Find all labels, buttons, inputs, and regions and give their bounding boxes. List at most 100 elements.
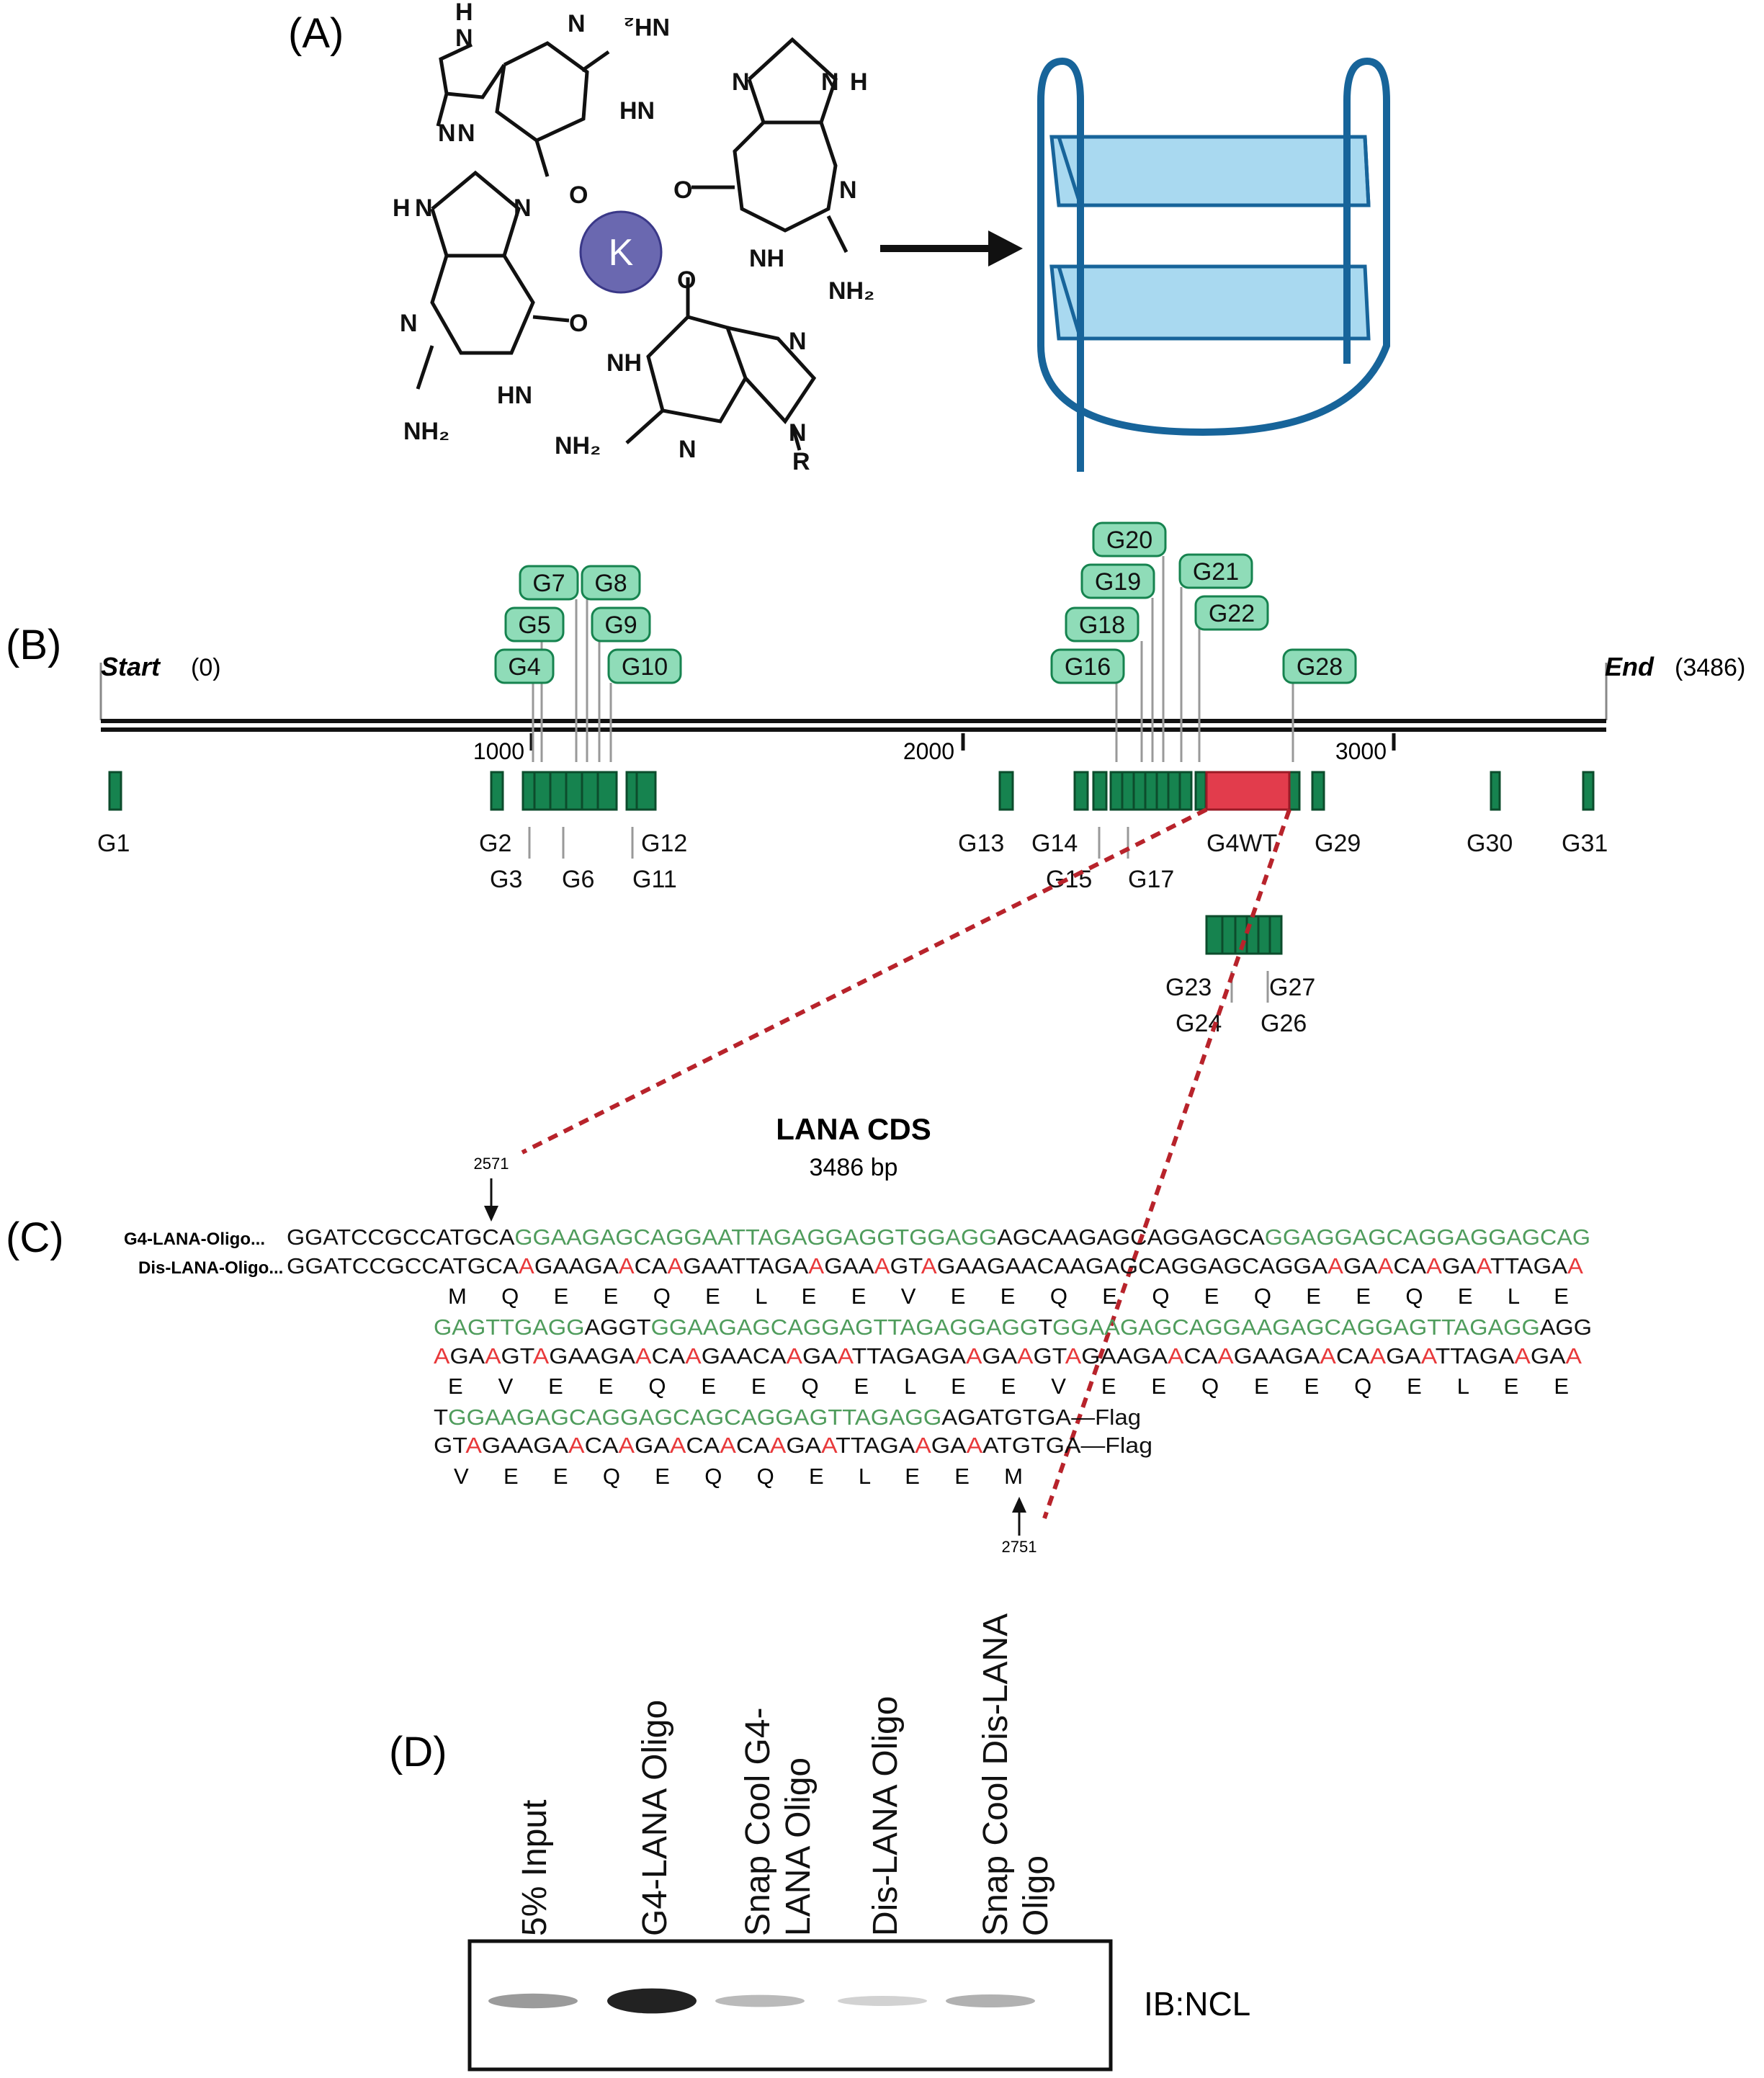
sequence-segment: GA [982,1343,1017,1369]
svg-text:N: N [789,328,807,355]
svg-text:N: N [438,120,456,147]
sequence-segment: A [921,1253,937,1278]
potassium-ion-label: K [609,232,634,274]
svg-text:H: H [455,0,473,26]
svg-text:N: N [839,176,857,204]
sequence-segment: GA [635,1433,670,1458]
axis-tick-1000: 1000 [473,738,524,764]
panel-d-label: (D) [389,1729,447,1775]
sequence-segment: T [1038,1315,1052,1340]
sequence-segment: A [519,1253,534,1278]
sequence-segment: GAATTAGA [683,1253,808,1278]
cds-length: 3486 bp [810,1154,898,1181]
svg-text:G14: G14 [1031,830,1078,857]
sequence-segment: A [465,1433,482,1458]
svg-text:G13: G13 [958,830,1004,857]
svg-text:G29: G29 [1315,830,1361,857]
row-label-g4: G4-LANA-Oligo... [124,1230,265,1249]
sequence-segment: CA [1393,1253,1426,1278]
end-position: 2751 [1002,1538,1037,1556]
svg-text:G4: G4 [508,653,540,681]
panel-a: H N N N NH₂ HN N O N N H O N NH NH₂ [393,0,1390,475]
panel-a-label: (A) [288,10,344,57]
sequence-segment: A [1017,1343,1034,1369]
svg-text:G9: G9 [604,612,637,639]
panel-b: Start (0) End (3486) 1000 2000 3000 [97,521,1745,1519]
sequence-segment: CA [585,1433,619,1458]
svg-text:NH: NH [606,349,642,377]
sequence-segment: TTAGA [1436,1343,1515,1369]
axis-ticks: 1000 2000 3000 [473,733,1396,764]
sequence-segment: CA [1336,1343,1370,1369]
g-quadruplex-diagram [1037,57,1390,472]
sequence-segment: A [667,1253,683,1278]
svg-text:G18: G18 [1079,612,1125,639]
callout-g20: G20 [1092,521,1167,557]
svg-text:G15: G15 [1046,866,1092,893]
sequence-segment: GGATCCGCCATGCA [287,1224,515,1250]
sequence-segment: T [434,1405,448,1430]
sequence-segment: TTAGA [1490,1253,1567,1278]
sequence-segment: GA [1386,1343,1421,1369]
svg-text:G21: G21 [1193,558,1239,586]
sequence-segment: GGATCCGCCATGCA [287,1253,519,1278]
lane-label-2: G4-LANA Oligo [636,1700,674,1936]
svg-text:G12: G12 [641,830,687,857]
row-label-dis: Dis-LANA-Oligo... [138,1258,283,1278]
svg-text:G30: G30 [1467,830,1513,857]
svg-text:O: O [569,310,588,337]
sequence-segment: CA [686,1433,720,1458]
guanine-structure-4 [625,277,817,451]
sequence-segment: A [1370,1343,1387,1369]
sequence-segment: A [635,1343,652,1369]
sequence-segment: TTAGA [836,1433,915,1458]
sequence-segment: TTAGAGA [852,1343,967,1369]
svg-text:G5: G5 [518,612,550,639]
svg-text:N: N [457,120,475,147]
sequence-segment: GA [1531,1343,1566,1369]
amino-acids-block-1: M Q E E Q E L E E V E E Q E Q E Q E E Q … [448,1284,1569,1309]
sequence-segment: A [1566,1343,1582,1369]
lane-labels: 5% Input G4-LANA Oligo Snap Cool G4-LANA… [516,1613,1055,1936]
sequence-segment: A [1065,1343,1082,1369]
callout-g5: G5 [504,606,565,642]
svg-text:N: N [415,194,433,222]
guanine-structure-2-labels: N N H O N NH NH₂ [673,68,874,305]
blot-band [488,1993,578,2009]
zoom-lines [521,807,1291,1519]
svg-text:O: O [677,267,696,294]
svg-text:G4WT: G4WT [1206,830,1277,857]
sequence-segment: —Flag [1071,1405,1141,1430]
sequence-segment: GT [501,1343,535,1369]
svg-text:G10: G10 [622,653,668,681]
genome-line-bottom [101,727,1606,732]
sequence-segment: GA [1343,1253,1378,1278]
sequence-segment: A [808,1253,824,1278]
end-value: (3486) [1675,654,1745,681]
callout-g19: G19 [1080,563,1155,599]
sequence-segment: A [685,1343,702,1369]
blot-band [946,1994,1035,2007]
sequence-segment: GAAGA [482,1433,568,1458]
sequence-segment: GT [890,1253,923,1278]
guanine-structure-1-labels: H N N N NH₂ HN N O [438,0,670,209]
panel-c-label: (C) [6,1214,64,1261]
sequence-segment: A [1567,1253,1583,1278]
panel-d: 5% Input G4-LANA Oligo Snap Cool G4-LANA… [467,1613,1250,2072]
sequence-segment: A [619,1433,635,1458]
sequence-segment: GA [449,1343,485,1369]
svg-text:G20: G20 [1106,527,1152,554]
amino-acids-block-3: V E E Q E Q Q E L E E M [454,1464,1023,1489]
sequence-segment: CA [635,1253,668,1278]
start-value: (0) [191,654,221,681]
svg-text:G17: G17 [1128,866,1174,893]
g4wt-region [1205,771,1291,811]
svg-text:G3: G3 [490,866,522,893]
axis-tick-2000: 2000 [903,738,954,764]
svg-text:G27: G27 [1269,974,1315,1001]
sequence-segment: GGAAGAGCAGGAGCAGCAGGAGTTAGAGG [448,1405,941,1430]
sequence-segment: GT [434,1433,467,1458]
